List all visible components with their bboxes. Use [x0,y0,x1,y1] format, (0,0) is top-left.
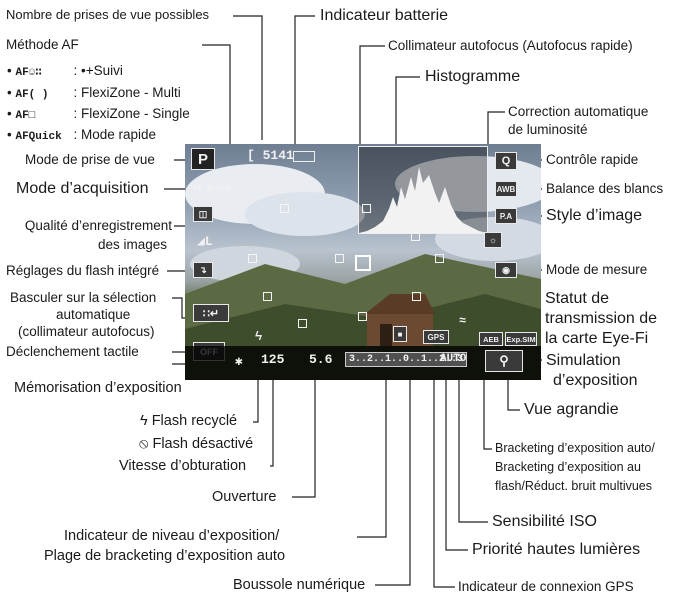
aeb-icon: AEB [479,332,503,346]
label-niveau-2: Plage de bracketing d’exposition auto [44,548,286,564]
label-correction-2: de luminosité [508,122,588,137]
label-balance: Balance des blancs [546,181,664,196]
label-qualite-2: des images [97,237,167,252]
leader-nb-prises [233,15,263,140]
af-point [263,292,272,301]
leader-boussole [375,360,411,586]
ae-lock-indicator: ✱ [235,354,243,369]
af-point-active [355,255,371,271]
label-declench: Déclenchement tactile [6,344,139,359]
label-mode-mesure: Mode de mesure [546,262,648,277]
label-qualite-1: Qualité d’enregistrement [24,218,172,233]
label-basculer-3: (collimateur autofocus) [18,324,155,339]
camera-lcd-screen: [ 5141 P AF Quick ◫ ◢L ↴ ∷↵ OFF Q AWB P.… [185,144,541,380]
gps-indicator: GPS [423,330,449,344]
label-histogramme: Histogramme [425,68,521,85]
leader-batterie [294,15,315,155]
label-methode-af: Méthode AF [6,37,79,52]
quick-control-button[interactable]: Q [495,152,517,170]
label-basculer-2: automatique [56,307,131,322]
auto-select-button[interactable]: ∷↵ [193,304,229,322]
af-point [435,254,444,263]
label-memo-expo: Mémorisation d’exposition [14,380,182,396]
leader-iso [458,360,488,523]
label-niveau-1: Indicateur de niveau d’exposition/ [64,528,280,544]
legend-code-multi: AF( ) [15,89,49,101]
leader-ouverture [292,362,316,498]
af-quick-label: AF Quick [193,184,232,193]
auto-lighting-optimizer-icon[interactable]: ☼ [484,232,502,248]
label-gps-conn: Indicateur de connexion GPS [458,579,634,594]
touch-shutter-2: ■ [393,326,407,342]
shots-remaining: [ 5141 [247,148,294,163]
legend-af-quick: • AFQuick: Mode rapide [7,127,157,143]
label-boussole: Boussole numérique [233,577,366,593]
af-point [358,312,367,321]
image-quality-icon[interactable]: ◢L [197,234,213,249]
label-nb-prises: Nombre de prises de vue possibles [6,7,210,22]
legend-af-multi: • AF( ): FlexiZone - Multi [7,85,181,101]
label-batterie: Indicateur batterie [320,7,449,24]
af-point [335,254,344,263]
exposure-simulation-icon: Exp.SIM [505,332,537,346]
leader-histogramme [395,76,420,148]
legend-text-suivi: : •+Suivi [73,63,123,78]
label-ouverture: Ouverture [212,489,277,505]
mode-indicator[interactable]: P [191,148,215,170]
flash-settings-icon[interactable]: ↴ [193,262,213,278]
exposure-level-scale: 3..2..1..0..1..2.:3 [345,352,468,367]
label-flash-integre: Réglages du flash intégré [6,263,160,278]
label-correction-1: Correction automatique [508,104,649,119]
label-flash-desactive: ⦸ Flash désactivé [139,436,254,452]
histogram-panel [358,146,488,234]
white-balance-icon[interactable]: AWB [495,181,517,197]
label-iso: Sensibilité ISO [492,513,597,530]
label-statut-3: la carte Eye-Fi [545,330,649,347]
label-bracketing-2: Bracketing d’exposition au [495,460,641,474]
legend-text-quick: : Mode rapide [73,127,157,142]
legend-af-single: • AF□: FlexiZone - Single [7,106,190,122]
label-mode-prise: Mode de prise de vue [25,152,155,167]
label-simulation-1: Simulation [546,352,621,369]
legend-text-multi: : FlexiZone - Multi [73,85,181,100]
label-priorite: Priorité hautes lumières [472,541,641,558]
af-point [280,204,289,213]
iso-value: AUTO [440,353,467,365]
label-collimateur: Collimateur autofocus (Autofocus rapide) [388,38,633,53]
flash-ready-indicator: ϟ [255,330,263,344]
eyefi-icon: ≈ [459,314,467,328]
label-simulation-2: d’exposition [553,372,638,389]
label-controle-rapide: Contrôle rapide [546,152,639,167]
af-point [412,292,421,301]
af-point [298,319,307,328]
label-flash-recycle: ϟ Flash recyclé [140,413,238,429]
label-bracketing-1: Bracketing d’exposition auto/ [495,441,655,455]
af-point [362,204,371,213]
legend-code-quick: AFQuick [15,131,62,143]
legend-code-suivi: AF☺∷ [15,67,42,79]
label-statut-2: transmission de [545,310,658,327]
legend-code-single: AF□ [15,110,36,122]
label-vue-agrandie: Vue agrandie [524,401,619,418]
picture-style-icon[interactable]: P.A [495,208,517,224]
label-statut-1: Statut de [545,290,610,307]
battery-icon [293,151,315,162]
af-point [411,232,420,241]
drive-mode-icon[interactable]: ◫ [193,206,213,222]
label-style: Style d’image [546,207,643,224]
legend-af-suivi: • AF☺∷: •+Suivi [7,63,123,79]
label-vitesse: Vitesse d’obturation [119,458,247,474]
metering-mode-icon[interactable]: ◉ [495,262,517,278]
histogram-graph [359,167,487,233]
legend-text-single: : FlexiZone - Single [73,106,190,121]
aperture-value: 5.6 [309,352,333,367]
magnify-button[interactable]: ⚲ [485,350,523,372]
af-point [248,254,257,263]
label-basculer-1: Basculer sur la sélection [10,290,157,305]
leader-niveau [357,368,387,538]
label-mode-acq: Mode d’acquisition [16,180,149,197]
shutter-speed-value: 125 [261,352,285,367]
leader-priorite [445,360,468,551]
label-bracketing-3: flash/Réduct. bruit multivues [495,479,653,493]
